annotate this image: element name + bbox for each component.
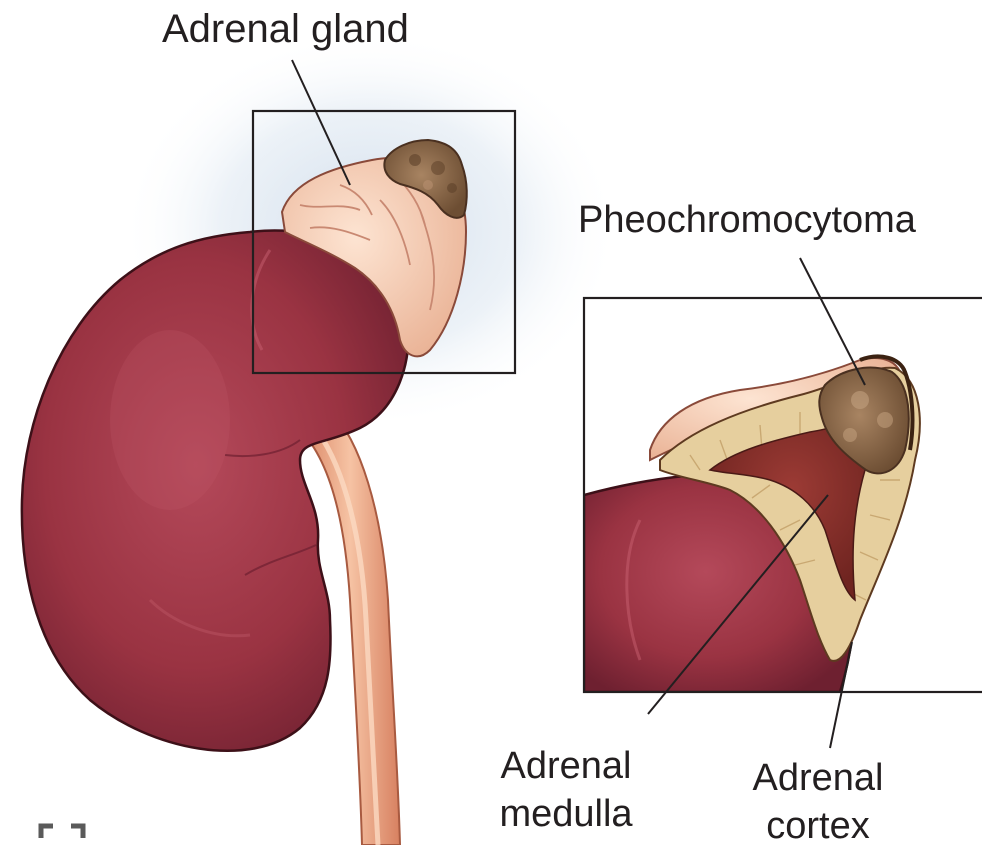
pheochromocytoma-label: Pheochromocytoma bbox=[578, 199, 917, 241]
expand-icon[interactable] bbox=[41, 826, 83, 845]
adrenal-medulla-label-line2: medulla bbox=[499, 793, 633, 835]
adrenal-cortex-label-line2: cortex bbox=[766, 805, 869, 845]
adrenal-gland-label: Adrenal gland bbox=[162, 7, 409, 51]
adrenal-cortex-label-line1: Adrenal bbox=[753, 757, 884, 799]
cross-section-inset bbox=[584, 298, 982, 692]
adrenal-medulla-label-line1: Adrenal bbox=[501, 745, 632, 787]
